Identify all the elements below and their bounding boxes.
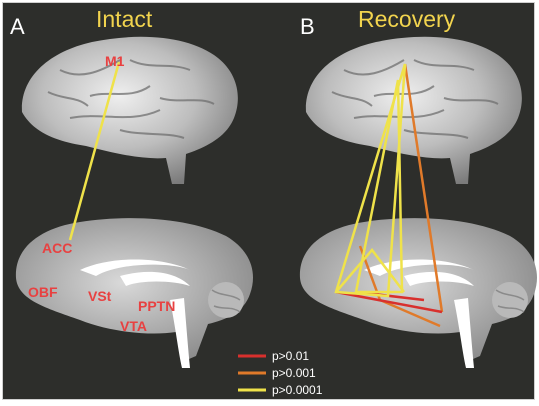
panel-letter-b: B (300, 14, 315, 39)
connection-yellow-lower (335, 248, 405, 293)
region-label-obf: OBF (28, 284, 58, 300)
region-label-vta: VTA (120, 318, 147, 334)
brain-lateral-recovery (305, 36, 522, 184)
legend-swatches (238, 354, 266, 392)
connections-recovery (334, 63, 444, 328)
connection-yellow-triangle-2 (354, 79, 404, 294)
legend-label-p0001-orange: p>0.001 (272, 366, 316, 380)
region-label-m1: M1 (105, 53, 125, 69)
region-label-vst: VSt (88, 288, 112, 304)
connection-m1-acc-intact (68, 61, 121, 241)
connection-yellow-triangle-1 (334, 63, 407, 298)
brain-lateral-intact (21, 36, 238, 184)
panel-title-intact: Intact (96, 6, 153, 32)
region-label-acc: ACC (42, 240, 73, 256)
brain-sagittal-intact (15, 218, 253, 368)
legend-label-p001-red: p>0.01 (272, 349, 310, 363)
legend-label-p00001-yellow: p>0.0001 (272, 383, 323, 397)
connection-orange-m1 (403, 63, 444, 313)
panel-title-recovery: Recovery (358, 6, 456, 32)
panel-letter-a: A (10, 14, 25, 39)
region-label-pptn: PPTN (138, 298, 176, 314)
